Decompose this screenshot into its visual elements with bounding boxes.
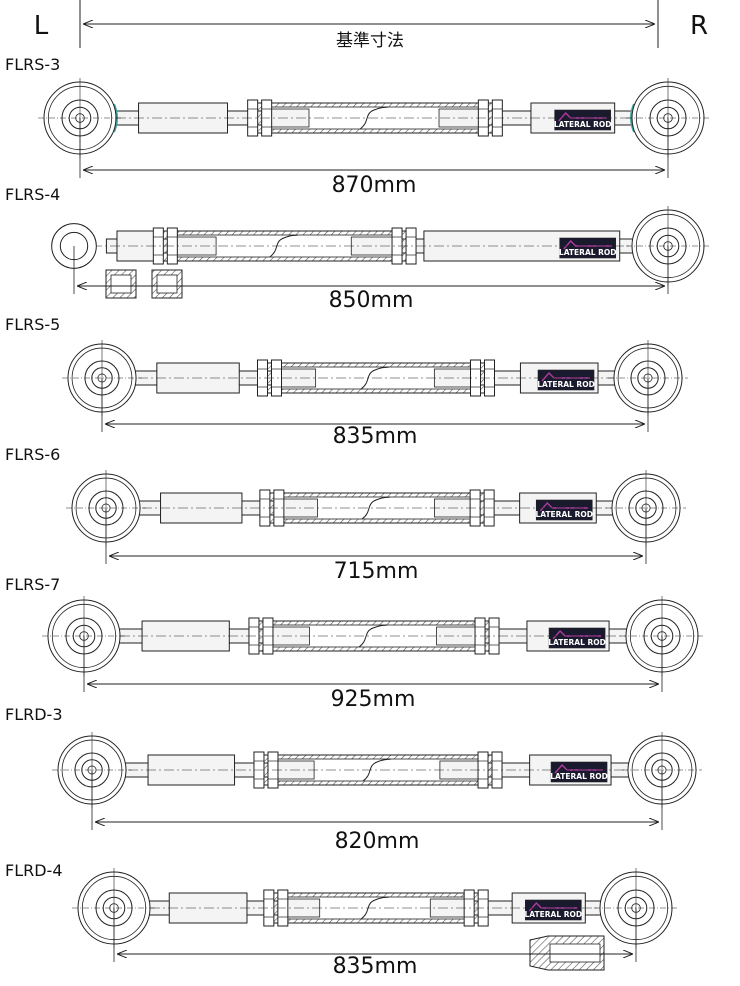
rod-model-label: FLRS-6	[5, 445, 60, 464]
lateral-rod-logo	[548, 627, 606, 649]
logo-text: LATERAL ROD	[525, 910, 583, 919]
break-line	[358, 624, 388, 648]
logo-text: LATERAL ROD	[559, 248, 617, 257]
break-line	[361, 496, 391, 520]
break-line	[269, 234, 298, 258]
break-line	[359, 106, 389, 130]
dimension-label: 870mm	[332, 173, 417, 198]
rod-model-label: FLRS-7	[5, 575, 60, 594]
break-line	[360, 366, 390, 390]
break-line	[362, 758, 392, 782]
rod-model-label: FLRS-3	[5, 55, 60, 74]
dimension-label: 820mm	[335, 829, 420, 854]
logo-mark-icon	[563, 239, 612, 250]
dimension-label: 835mm	[333, 424, 418, 449]
lateral-rod-logo	[559, 237, 617, 259]
lateral-rod-logo	[525, 899, 582, 921]
dimension-label: 925mm	[331, 687, 416, 712]
break-line	[360, 896, 390, 920]
spacer-bore	[110, 274, 132, 294]
logo-text: LATERAL ROD	[554, 120, 612, 129]
reference-dimension-label: 基準寸法	[336, 31, 404, 51]
collar-bore	[549, 943, 601, 963]
rod-model-label: FLRD-4	[5, 861, 63, 880]
logo-text: LATERAL ROD	[537, 380, 595, 389]
logo-text: LATERAL ROD	[548, 638, 606, 647]
lateral-rod-logo	[535, 499, 593, 521]
logo-text: LATERAL ROD	[535, 510, 593, 519]
lateral-rod-logo	[554, 109, 611, 131]
lateral-rod-logo	[550, 761, 608, 783]
logo-text: LATERAL ROD	[550, 772, 608, 781]
rod-model-label: FLRS-4	[5, 185, 60, 204]
dimension-label: 850mm	[329, 288, 414, 313]
lateral-rod-logo	[537, 369, 595, 391]
rod-model-label: FLRS-5	[5, 315, 60, 334]
dimension-label: 835mm	[333, 954, 418, 979]
left-side-label: L	[34, 11, 49, 41]
dimension-label: 715mm	[334, 559, 419, 584]
rod-model-label: FLRD-3	[5, 705, 63, 724]
spacer-bore	[156, 274, 178, 294]
right-side-label: R	[690, 11, 708, 41]
